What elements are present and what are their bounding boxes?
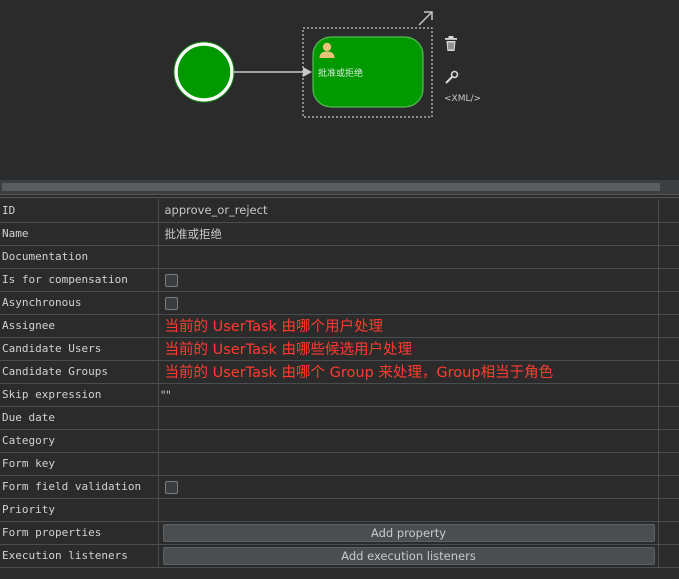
- user-task-node[interactable]: [312, 36, 424, 108]
- property-key: Name: [0, 222, 159, 246]
- candidate-users-annotation: 当前的 UserTask 由哪些候选用户处理: [164, 342, 413, 358]
- trash-icon[interactable]: [445, 36, 457, 51]
- property-key: ID: [0, 199, 159, 223]
- property-row-category: Category: [0, 429, 679, 453]
- property-row-form-key: Form key: [0, 452, 679, 476]
- expand-arrow-icon[interactable]: [418, 11, 433, 26]
- assignee-value[interactable]: 当前的 UserTask 由哪个用户处理: [158, 314, 659, 338]
- property-row-assignee: Assignee 当前的 UserTask 由哪个用户处理: [0, 314, 679, 338]
- property-row-id: ID approve_or_reject: [0, 199, 679, 223]
- property-key: Skip expression: [0, 383, 159, 407]
- property-row-form-field-validation: Form field validation: [0, 475, 679, 499]
- start-event[interactable]: [173, 41, 235, 103]
- properties-table: ID approve_or_reject Name 批准或拒绝 Document…: [0, 199, 679, 568]
- property-row-candidate-groups: Candidate Groups 当前的 UserTask 由哪个 Group …: [0, 360, 679, 384]
- sequence-flow[interactable]: [234, 67, 312, 77]
- property-key: Execution listeners: [0, 544, 159, 568]
- due-date-value[interactable]: [158, 406, 659, 430]
- property-row-name: Name 批准或拒绝: [0, 222, 679, 246]
- panel-divider[interactable]: [0, 194, 679, 198]
- category-value[interactable]: [158, 429, 659, 453]
- xml-view-link[interactable]: <XML/>: [444, 94, 482, 104]
- diagram-canvas[interactable]: 批准或拒绝 <XML/>: [0, 0, 679, 180]
- property-key: Candidate Users: [0, 337, 159, 361]
- property-key: Due date: [0, 406, 159, 430]
- property-key: Form field validation: [0, 475, 159, 499]
- property-key: Asynchronous: [0, 291, 159, 315]
- property-row-form-properties: Form properties Add property: [0, 521, 679, 545]
- property-row-due-date: Due date: [0, 406, 679, 430]
- property-key: Form properties: [0, 521, 159, 545]
- property-row-asynchronous: Asynchronous: [0, 291, 679, 315]
- assignee-annotation: 当前的 UserTask 由哪个用户处理: [164, 319, 384, 335]
- property-key: Priority: [0, 498, 159, 522]
- horizontal-scrollbar[interactable]: [0, 180, 679, 194]
- property-key: Assignee: [0, 314, 159, 338]
- candidate-groups-annotation: 当前的 UserTask 由哪个 Group 来处理，Group相当于角色: [164, 365, 554, 381]
- asynchronous-checkbox[interactable]: [164, 296, 178, 310]
- property-key: Form key: [0, 452, 159, 476]
- form-key-value[interactable]: [158, 452, 659, 476]
- user-task-label: 批准或拒绝: [318, 69, 364, 79]
- scrollbar-thumb[interactable]: [2, 183, 660, 191]
- wrench-icon[interactable]: [445, 70, 459, 84]
- add-execution-listeners-button[interactable]: Add execution listeners: [162, 546, 655, 565]
- selection-box: [302, 27, 433, 118]
- priority-value[interactable]: [158, 498, 659, 522]
- documentation-value[interactable]: [158, 245, 659, 269]
- skip-expression-value[interactable]: "": [158, 383, 659, 407]
- form-field-validation-checkbox[interactable]: [164, 480, 178, 494]
- property-key: Documentation: [0, 245, 159, 269]
- add-property-button[interactable]: Add property: [162, 523, 655, 542]
- property-row-is-for-compensation: Is for compensation: [0, 268, 679, 292]
- name-value[interactable]: 批准或拒绝: [158, 222, 659, 246]
- id-value[interactable]: approve_or_reject: [158, 199, 659, 223]
- property-row-execution-listeners: Execution listeners Add execution listen…: [0, 544, 679, 568]
- property-row-candidate-users: Candidate Users 当前的 UserTask 由哪些候选用户处理: [0, 337, 679, 361]
- is-for-compensation-checkbox[interactable]: [164, 273, 178, 287]
- property-key: Candidate Groups: [0, 360, 159, 384]
- candidate-users-value[interactable]: 当前的 UserTask 由哪些候选用户处理: [158, 337, 659, 361]
- property-key: Is for compensation: [0, 268, 159, 292]
- property-key: Category: [0, 429, 159, 453]
- property-row-documentation: Documentation: [0, 245, 679, 269]
- property-row-skip-expression: Skip expression "": [0, 383, 679, 407]
- user-task-icon: [319, 42, 335, 58]
- candidate-groups-value[interactable]: 当前的 UserTask 由哪个 Group 来处理，Group相当于角色: [158, 360, 659, 384]
- property-row-priority: Priority: [0, 498, 679, 522]
